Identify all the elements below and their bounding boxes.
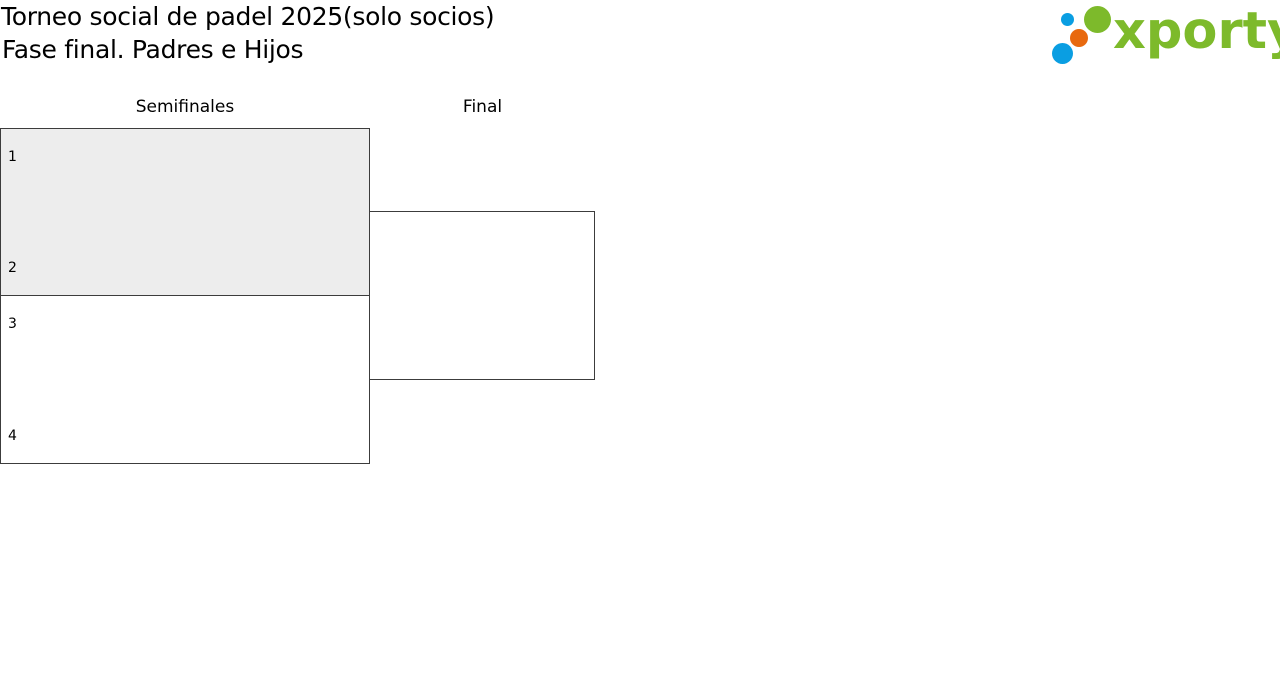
seed-number: 4 bbox=[8, 428, 17, 444]
logo-dot-green bbox=[1084, 6, 1111, 33]
seed-number: 1 bbox=[8, 149, 17, 165]
semifinal-match-2[interactable]: 3 4 bbox=[0, 295, 370, 464]
final-match[interactable] bbox=[369, 211, 595, 380]
xporty-logo[interactable]: xporty bbox=[1050, 2, 1280, 68]
round-header-final: Final bbox=[462, 97, 503, 117]
tournament-title: Torneo social de padel 2025(solo socios) bbox=[1, 2, 495, 31]
logo-dot-orange bbox=[1070, 29, 1088, 47]
seed-number: 3 bbox=[8, 316, 17, 332]
logo-dot-blue-large bbox=[1052, 43, 1073, 64]
logo-wordmark: xporty bbox=[1113, 2, 1280, 61]
seed-number: 2 bbox=[8, 260, 17, 276]
phase-subtitle: Fase final. Padres e Hijos bbox=[2, 35, 304, 64]
semifinal-match-1[interactable]: 1 2 bbox=[0, 128, 370, 296]
round-header-semifinales: Semifinales bbox=[135, 97, 235, 117]
logo-dot-blue-small bbox=[1061, 13, 1074, 26]
